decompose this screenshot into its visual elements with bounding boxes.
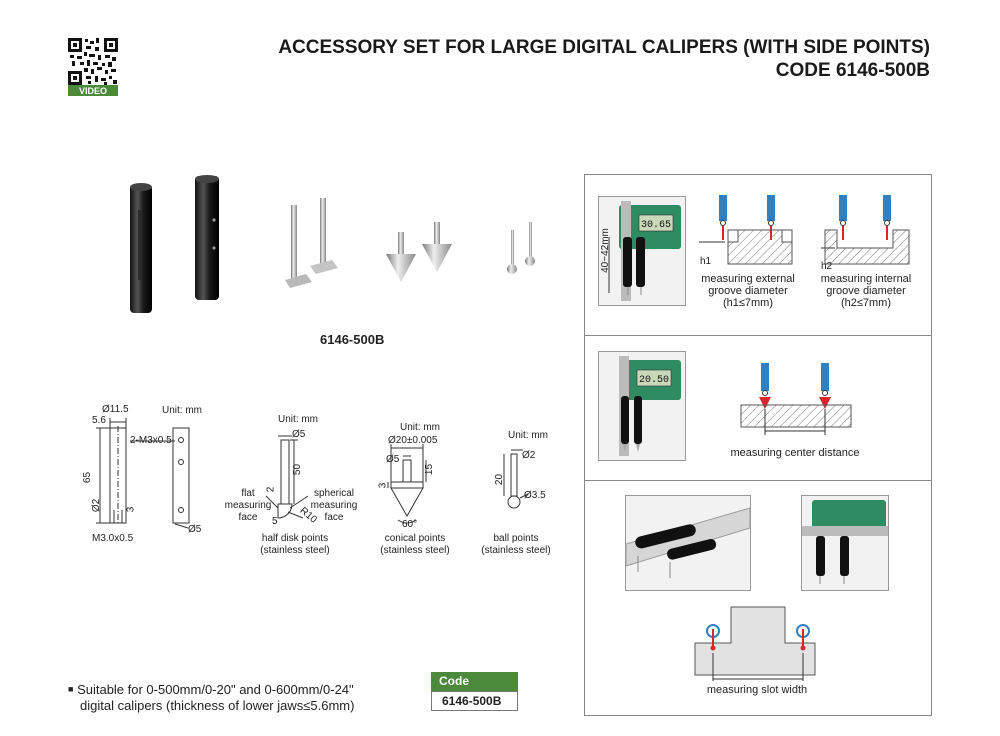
ball-d35: Ø3.5 <box>524 490 546 501</box>
page-title: ACCESSORY SET FOR LARGE DIGITAL CALIPERS… <box>278 36 930 82</box>
sleeve-drawing: Unit: mm Ø11.5 5.6 2-M3x0.5 65 Ø2 3 M3.0… <box>80 400 220 550</box>
ball-points-photo <box>507 222 535 274</box>
conical-fifteen: 15 <box>424 463 436 476</box>
sleeve-unit: Unit: mm <box>162 405 202 416</box>
groove-diagram <box>699 195 910 265</box>
groove-external-caption: measuring external groove diameter (h1≤7… <box>701 273 795 309</box>
sleeve-bottom-thread: M3.0x0.5 <box>92 533 134 544</box>
code-table-header: Code <box>431 672 518 691</box>
center-distance-diagram <box>740 363 852 435</box>
ball-d2: Ø2 <box>522 450 536 461</box>
groove-internal-caption: measuring internal groove diameter (h2≤7… <box>820 273 912 309</box>
conical-unit: Unit: mm <box>400 422 440 433</box>
center-display-text: 20.50 <box>639 375 669 386</box>
conical-points-photo <box>386 222 452 282</box>
half-disk-spherical-face: spherical measuring face <box>310 488 358 523</box>
sleeve-three: 3 <box>125 506 137 513</box>
groove-h2: h2 <box>821 261 833 272</box>
conical-caption: conical points (stainless steel) <box>380 533 450 556</box>
sleeve-d-outer: Ø11.5 <box>102 404 129 415</box>
half-disk-height: 50 <box>292 463 304 476</box>
qr-code[interactable]: VIDEO <box>68 38 118 96</box>
suitability-note: ■ Suitable for 0-500mm/0-20" and 0-600mm… <box>68 681 354 714</box>
conical-angle: 60° <box>402 519 418 530</box>
slot-width-diagram <box>694 606 816 681</box>
conical-d20: Ø20±0.005 <box>388 435 438 446</box>
center-distance-photo: 20.50 <box>598 351 686 461</box>
panel-divider-1 <box>585 335 931 336</box>
panel-divider-2 <box>585 480 931 481</box>
qr-badge-label: VIDEO <box>79 86 107 96</box>
bullet-line-2: digital calipers (thickness of lower jaw… <box>80 698 355 713</box>
title-line-2: CODE 6146-500B <box>775 60 930 81</box>
half-disk-flat-face: flat measuring face <box>224 488 272 523</box>
groove-photo: 30.65 <box>598 196 686 306</box>
ball-drawing: Unit: mm Ø2 20 Ø3.5 ball points (stainle… <box>478 428 568 560</box>
half-disk-drawing: Unit: mm Ø5 50 2 5 R10 flat measuring fa… <box>225 412 358 557</box>
product-photo <box>130 175 535 313</box>
groove-dim: 40~42mm <box>599 228 611 273</box>
applications-panel: 30.65 40~42mm h1 h2 measuring external g… <box>584 174 932 716</box>
ball-unit: Unit: mm <box>508 430 548 441</box>
bullet-icon: ■ <box>68 684 74 694</box>
half-disk-caption: half disk points (stainless steel) <box>260 533 330 556</box>
slot-photo-1 <box>625 495 751 591</box>
center-distance-caption: measuring center distance <box>730 447 860 459</box>
code-table: Code 6146-500B <box>431 672 518 711</box>
half-disk-five: 5 <box>272 516 278 527</box>
half-disk-d5: Ø5 <box>292 429 306 440</box>
half-disk-unit: Unit: mm <box>278 414 318 425</box>
code-table-value: 6146-500B <box>431 691 518 711</box>
title-line-1: ACCESSORY SET FOR LARGE DIGITAL CALIPERS… <box>278 37 930 58</box>
slot-width-caption: measuring slot width <box>706 684 808 696</box>
conical-d5: Ø5 <box>386 454 400 465</box>
ball-caption: ball points (stainless steel) <box>481 533 551 556</box>
half-disk-points-photo <box>285 198 338 288</box>
product-code-label: 6146-500B <box>320 332 385 347</box>
slot-photo-2 <box>801 495 889 591</box>
groove-h1: h1 <box>700 256 712 267</box>
ball-twenty: 20 <box>494 473 506 486</box>
sleeve-d5: Ø5 <box>188 524 202 535</box>
sleeve-offset: 5.6 <box>92 415 106 426</box>
sleeve-length: 65 <box>82 471 94 484</box>
sleeve-pair <box>130 175 219 313</box>
conical-drawing: Unit: mm Ø20±0.005 Ø5 15 3 60° conical p… <box>368 420 478 560</box>
conical-three: 3 <box>377 482 389 489</box>
sleeve-d2: Ø2 <box>91 498 103 513</box>
sleeve-thread: 2-M3x0.5 <box>130 435 172 446</box>
groove-display-text: 30.65 <box>641 220 671 231</box>
bullet-line-1: Suitable for 0-500mm/0-20" and 0-600mm/0… <box>77 682 354 697</box>
